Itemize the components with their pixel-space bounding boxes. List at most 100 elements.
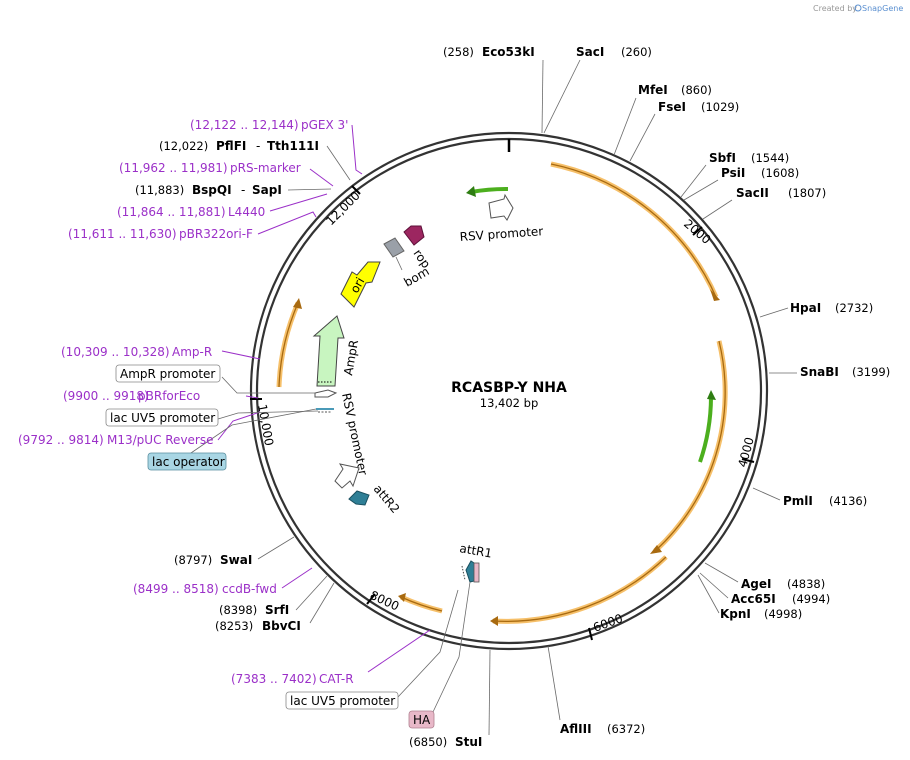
enzyme-fsei: FseI: [658, 100, 686, 114]
primer-pgex3: pGEX 3': [301, 118, 348, 132]
enzyme-afliii: AflIII: [560, 722, 592, 736]
enzyme-mfei-pos: (860): [681, 83, 712, 97]
snapgene-logo-icon: [854, 4, 862, 12]
primer-ccdb-fwd-range: (8499 .. 8518): [133, 582, 219, 596]
enzyme-mfei: MfeI: [638, 83, 668, 97]
enzyme-saci-pos: (260): [621, 45, 652, 59]
primer-labels[interactable]: (12,122 .. 12,144) pGEX 3' (11,962 .. 11…: [18, 118, 354, 686]
rop-arrow[interactable]: [403, 225, 425, 246]
bom-box[interactable]: [383, 237, 405, 258]
enzyme-sacii: SacII: [736, 186, 769, 200]
box-leaders: [187, 376, 471, 713]
enzyme-stui-pos: (6850): [409, 735, 447, 749]
primer-pbrforeco: pBRforEco: [138, 389, 200, 403]
orf-arc-4-arrow: [398, 593, 406, 602]
enzyme-pflfi-pos: (12,022): [159, 139, 208, 153]
plasmid-length: 13,402 bp: [480, 396, 539, 410]
primer-m13-puc-reverse-range: (9792 .. 9814): [18, 433, 104, 447]
primer-amp-r-range: (10,309 .. 10,328): [61, 345, 170, 359]
enzyme-saci: SacI: [576, 45, 604, 59]
enzyme-labels[interactable]: (258) Eco53kI SacI (260) MfeI (860) FseI…: [135, 45, 890, 749]
orf-arc-3-arrow: [490, 616, 498, 626]
ha-mark[interactable]: [473, 562, 480, 583]
primer-pgex3-range: (12,122 .. 12,144): [190, 118, 299, 132]
orf-arc-5-arrow: [293, 298, 302, 309]
enzyme-bspqi-dash: -: [241, 183, 245, 197]
enzyme-hpai: HpaI: [790, 301, 821, 315]
primer-pbrforeco-range: (9900 .. 9918): [63, 389, 149, 403]
enzyme-agei-pos: (4838): [787, 577, 825, 591]
ampr-arrow[interactable]: [312, 315, 345, 387]
enzyme-acc65i-pos: (4994): [792, 592, 830, 606]
primer-pbr322ori-f-range: (11,611 .. 11,630): [68, 227, 177, 241]
primer-ccdb-fwd: ccdB-fwd: [222, 582, 277, 596]
enzyme-bspqi-pos: (11,883): [135, 183, 184, 197]
enzyme-snabi-pos: (3199): [852, 365, 890, 379]
attr2-label: attR2: [371, 482, 403, 516]
enzyme-kpni-pos: (4998): [764, 607, 802, 621]
enzyme-bbvci-pos: (8253): [215, 619, 253, 633]
orf-arc-3: [492, 555, 668, 624]
enzyme-acc65i: Acc65I: [731, 592, 776, 606]
ampr-label: AmpR: [341, 339, 361, 377]
enzyme-pflfi-dash: -: [256, 139, 260, 153]
green-arrow-right-head: [707, 390, 716, 400]
orf-arc-1-arrow: [710, 289, 720, 301]
boxed-feature-labels[interactable]: AmpR promoter lac UV5 promoter lac opera…: [105, 364, 435, 729]
enzyme-bspqi: BspQI: [192, 183, 232, 197]
enzyme-pflfi: PflFI: [216, 139, 246, 153]
ampr-promoter-mark[interactable]: [314, 389, 338, 398]
ampr-promoter-label: AmpR promoter: [120, 367, 215, 381]
enzyme-swai-pos: (8797): [174, 553, 212, 567]
enzyme-tth111i: Tth111I: [267, 139, 319, 153]
primer-l4440: L4440: [228, 205, 265, 219]
rsv-promoter-left-arrow[interactable]: [334, 463, 360, 489]
orf-arc-2: [653, 340, 728, 553]
lac-uv5-lower-mark: [461, 565, 466, 581]
orf-arc-5: [276, 302, 301, 388]
green-arrow-top[interactable]: [470, 186, 509, 194]
primer-cat-r-range: (7383 .. 7402): [231, 672, 317, 686]
enzyme-pmli: PmlI: [783, 494, 813, 508]
green-arrow-top-head: [466, 186, 476, 197]
enzyme-sapi: SapI: [252, 183, 282, 197]
tick-label-6000: 6000: [591, 611, 624, 635]
lac-operator-box: [147, 452, 227, 471]
enzyme-leaders: [257, 59, 797, 736]
primer-m13-puc-reverse: M13/pUC Reverse: [107, 433, 214, 447]
orf-arc-2-line: [654, 340, 726, 552]
orf-arc-1-line: [550, 163, 717, 298]
primer-prs-marker-range: (11,962 .. 11,981): [119, 161, 228, 175]
rsv-promoter-top-label: RSV promoter: [459, 224, 543, 244]
ori-arrow[interactable]: [340, 261, 381, 308]
attr2-arrow[interactable]: [348, 490, 370, 506]
backbone-outer: [249, 131, 769, 651]
primer-leaders: [217, 124, 431, 673]
enzyme-psii: PsiI: [721, 166, 745, 180]
enzyme-eco53ki-pos: (258): [443, 45, 474, 59]
enzyme-swai: SwaI: [220, 553, 252, 567]
credit-brand[interactable]: SnapGene: [862, 4, 903, 13]
attr1-label: attR1: [458, 541, 493, 560]
lac-uv5-promoter-box: [105, 408, 219, 427]
enzyme-srfi: SrfI: [265, 603, 289, 617]
credit-text: Created by: [813, 4, 857, 13]
ori-label: ori: [347, 275, 367, 296]
bom-leader: [395, 256, 403, 271]
orf-arcs[interactable]: [276, 161, 728, 626]
enzyme-sacii-pos: (1807): [788, 186, 826, 200]
ampr-promoter-box: [115, 364, 221, 383]
enzyme-fsei-pos: (1029): [701, 100, 739, 114]
primer-cat-r: CAT-R: [319, 672, 354, 686]
enzyme-bbvci: BbvCI: [262, 619, 301, 633]
tick-label-2000: 2000: [681, 217, 713, 247]
green-arrow-right[interactable]: [698, 396, 713, 463]
enzyme-hpai-pos: (2732): [835, 301, 873, 315]
enzyme-snabi: SnaBI: [800, 365, 839, 379]
enzyme-pmli-pos: (4136): [829, 494, 867, 508]
lac-uv5-promoter-lower-label: lac UV5 promoter: [290, 694, 395, 708]
enzyme-kpni: KpnI: [720, 607, 751, 621]
rsv-promoter-top-arrow[interactable]: [488, 193, 514, 221]
enzyme-stui: StuI: [455, 735, 482, 749]
